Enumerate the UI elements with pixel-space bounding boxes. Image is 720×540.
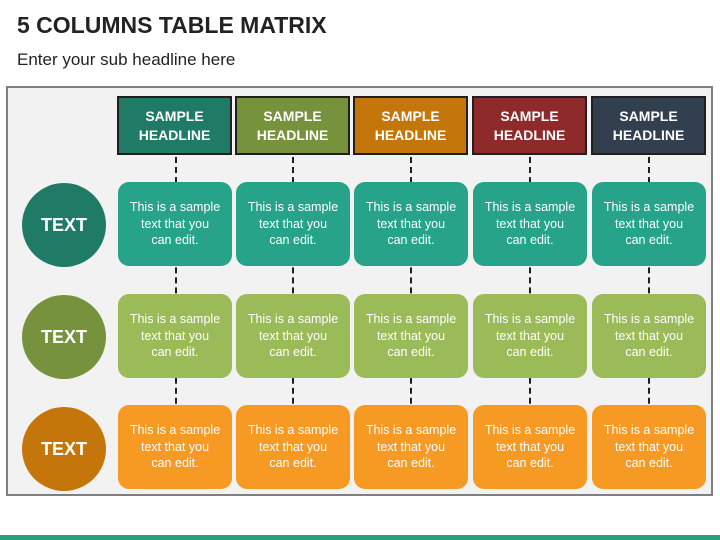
column-header-5: SAMPLE HEADLINE xyxy=(591,96,706,155)
matrix-cell-r3-c4: This is a sample text that you can edit. xyxy=(473,405,587,489)
cell-text: This is a sample text that you can edit. xyxy=(365,312,457,360)
cell-text: This is a sample text that you can edit. xyxy=(603,200,695,248)
row-label: TEXT xyxy=(40,326,87,347)
column-header-label: SAMPLE HEADLINE xyxy=(374,107,447,143)
column-header-label: SAMPLE HEADLINE xyxy=(138,107,211,143)
cell-text: This is a sample text that you can edit. xyxy=(129,200,221,248)
cell-text: This is a sample text that you can edit. xyxy=(365,200,457,248)
column-header-1: SAMPLE HEADLINE xyxy=(117,96,232,155)
matrix-cell-r1-c1: This is a sample text that you can edit. xyxy=(118,182,232,266)
cell-text: This is a sample text that you can edit. xyxy=(484,312,576,360)
matrix-cell-r3-c5: This is a sample text that you can edit. xyxy=(592,405,706,489)
matrix-cell-r1-c2: This is a sample text that you can edit. xyxy=(236,182,350,266)
cell-text: This is a sample text that you can edit. xyxy=(247,200,339,248)
cell-text: This is a sample text that you can edit. xyxy=(365,423,457,471)
footer-accent-bar xyxy=(0,535,720,540)
cell-text: This is a sample text that you can edit. xyxy=(603,312,695,360)
page-title: 5 COLUMNS TABLE MATRIX xyxy=(17,12,327,38)
matrix-cell-r3-c2: This is a sample text that you can edit. xyxy=(236,405,350,489)
cell-text: This is a sample text that you can edit. xyxy=(129,423,221,471)
row-label: TEXT xyxy=(40,438,87,459)
cell-text: This is a sample text that you can edit. xyxy=(247,423,339,471)
matrix-cell-r2-c3: This is a sample text that you can edit. xyxy=(354,294,468,378)
page-subtitle: Enter your sub headline here xyxy=(17,50,236,69)
matrix-cell-r1-c4: This is a sample text that you can edit. xyxy=(473,182,587,266)
matrix-cell-r3-c1: This is a sample text that you can edit. xyxy=(118,405,232,489)
row-label: TEXT xyxy=(40,214,87,235)
row-label-circle-3: TEXT xyxy=(22,407,106,491)
column-header-label: SAMPLE HEADLINE xyxy=(612,107,685,143)
matrix-cell-r2-c4: This is a sample text that you can edit. xyxy=(473,294,587,378)
cell-text: This is a sample text that you can edit. xyxy=(247,312,339,360)
row-label-circle-1: TEXT xyxy=(22,183,106,267)
matrix-cell-r1-c3: This is a sample text that you can edit. xyxy=(354,182,468,266)
cell-text: This is a sample text that you can edit. xyxy=(484,423,576,471)
cell-text: This is a sample text that you can edit. xyxy=(129,312,221,360)
cell-text: This is a sample text that you can edit. xyxy=(603,423,695,471)
matrix-cell-r3-c3: This is a sample text that you can edit. xyxy=(354,405,468,489)
column-header-2: SAMPLE HEADLINE xyxy=(235,96,350,155)
matrix-cell-r2-c2: This is a sample text that you can edit. xyxy=(236,294,350,378)
column-header-4: SAMPLE HEADLINE xyxy=(472,96,587,155)
cell-text: This is a sample text that you can edit. xyxy=(484,200,576,248)
matrix-cell-r2-c1: This is a sample text that you can edit. xyxy=(118,294,232,378)
row-label-circle-2: TEXT xyxy=(22,295,106,379)
column-header-3: SAMPLE HEADLINE xyxy=(353,96,468,155)
matrix-cell-r1-c5: This is a sample text that you can edit. xyxy=(592,182,706,266)
matrix-cell-r2-c5: This is a sample text that you can edit. xyxy=(592,294,706,378)
column-header-label: SAMPLE HEADLINE xyxy=(493,107,566,143)
column-header-label: SAMPLE HEADLINE xyxy=(256,107,329,143)
